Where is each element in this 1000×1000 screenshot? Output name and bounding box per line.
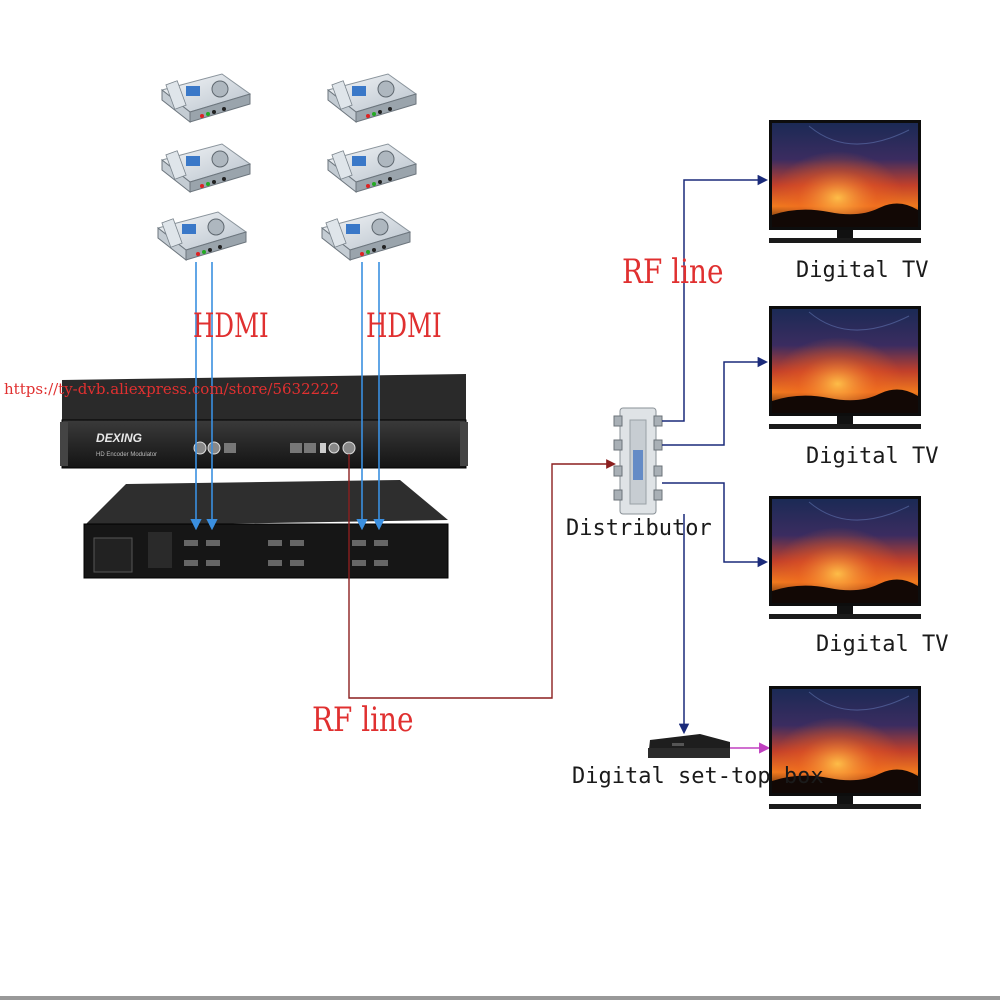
receiver-3: [157, 211, 247, 261]
hdmi-label-left: HDMI: [193, 306, 269, 346]
receiver-1: [161, 73, 251, 123]
hdmi-label-right: HDMI: [366, 306, 442, 346]
digital-tv-label-1: Digital TV: [796, 258, 929, 283]
receiver-4: [327, 73, 417, 123]
rf-line-label-top: RF line: [622, 252, 724, 292]
dist-arrow-tv-1: [662, 174, 769, 422]
rf-line-label-bottom: RF line: [312, 700, 414, 740]
digital-tv-label-2: Digital TV: [806, 444, 939, 469]
digital-tv-2: [768, 305, 922, 430]
store-url-watermark: https://ty-dvb.aliexpress.com/store/5632…: [4, 380, 340, 398]
rear-port-hdmi10: [290, 560, 304, 566]
rear-port-hdmi3: [268, 540, 282, 546]
receiver-5: [327, 143, 417, 193]
led-port: [224, 443, 236, 453]
rear-port-hdmi8: [206, 560, 220, 566]
digital-tv-label-3: Digital TV: [816, 632, 949, 657]
nms-port: [304, 443, 316, 453]
rear-port-hdmi7: [184, 560, 198, 566]
distribution-connections: [662, 174, 769, 735]
digital-tv-3: [768, 495, 922, 620]
bottom-border: [0, 996, 1000, 1000]
asi-out-port: [193, 441, 207, 455]
dist-arrow-tv-3: [662, 482, 769, 568]
rf-line-to-distributor: [348, 454, 616, 699]
digital-tv-1: [768, 119, 922, 244]
rear-port-hdmi4: [290, 540, 304, 546]
hdmi-connections: [190, 262, 385, 531]
encoder-rear-panel: [83, 480, 449, 579]
distributor-label: Distributor: [566, 516, 712, 541]
rear-port-hdmi11: [352, 560, 366, 566]
receiver-6: [321, 211, 411, 261]
data-port: [290, 443, 302, 453]
brand-logo: DEXING: [96, 431, 142, 445]
rear-port-hdmi12: [374, 560, 388, 566]
dist-arrow-tv-2: [662, 356, 769, 446]
model-label: HD Encoder Modulator: [96, 452, 157, 458]
rear-port-hdmi9: [268, 560, 282, 566]
rear-port-hdmi6: [374, 540, 388, 546]
digital-tv-4: [768, 685, 922, 810]
rear-port-hdmi5: [352, 540, 366, 546]
rear-port-hdmi1: [184, 540, 198, 546]
asi-in-port: [207, 441, 221, 455]
encoder-front-panel: DEXING HD Encoder Modulator: [60, 374, 468, 469]
rear-port-hdmi2: [206, 540, 220, 546]
rf-test-port: [328, 442, 340, 454]
usb-port: [320, 443, 326, 453]
power-socket: [93, 537, 133, 573]
receiver-2: [161, 143, 251, 193]
set-top-box: [648, 734, 730, 758]
rf-out-port: [342, 441, 356, 455]
set-top-box-label: Digital set-top box: [572, 764, 824, 789]
rf-distributor: [613, 407, 663, 515]
